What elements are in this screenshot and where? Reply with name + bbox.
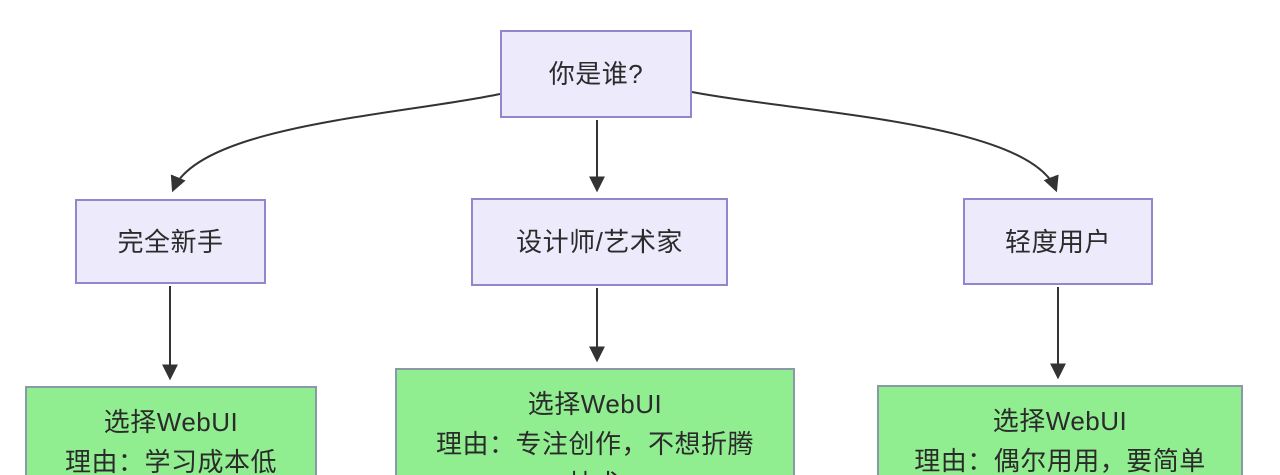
node-complete-beginner-label: 完全新手 <box>117 226 224 257</box>
node-webui-designer-title: 选择WebUI <box>527 389 663 419</box>
node-webui-light-user-title: 选择WebUI <box>992 406 1128 436</box>
node-who-are-you: 你是谁? <box>500 30 692 118</box>
node-webui-designer-reason-line1: 理由：专注创作，不想折腾 <box>435 429 754 459</box>
node-webui-beginner: 选择WebUI 理由：学习成本低 <box>25 386 317 475</box>
edge-root-to-beginner <box>170 93 501 193</box>
edge-root-to-light-user <box>691 91 1059 193</box>
node-webui-beginner-reason: 理由：学习成本低 <box>64 447 277 475</box>
node-complete-beginner: 完全新手 <box>75 199 266 284</box>
node-webui-beginner-title: 选择WebUI <box>103 407 239 437</box>
node-light-user: 轻度用户 <box>963 198 1153 285</box>
node-webui-light-user: 选择WebUI 理由：偶尔用用，要简单 <box>877 385 1243 475</box>
node-who-are-you-label: 你是谁? <box>548 59 644 89</box>
node-webui-designer: 选择WebUI 理由：专注创作，不想折腾 技术 <box>395 368 795 475</box>
node-designer-artist-label: 设计师/艺术家 <box>516 227 683 257</box>
node-webui-light-user-reason: 理由：偶尔用用，要简单 <box>914 446 1206 475</box>
node-light-user-label: 轻度用户 <box>1004 226 1111 257</box>
node-webui-designer-reason-line2: 技术 <box>568 464 621 475</box>
node-designer-artist: 设计师/艺术家 <box>471 198 728 286</box>
